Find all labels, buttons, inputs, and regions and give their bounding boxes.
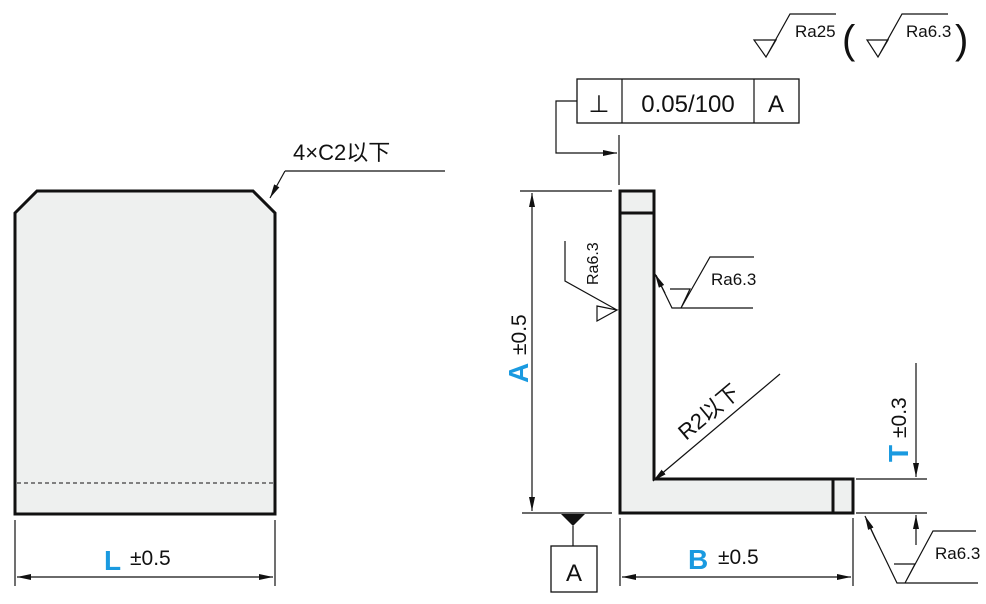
dim-t-tol: ±0.3 (888, 397, 911, 438)
datum-box (550, 545, 598, 593)
bracket-view: A ±0.5 Ra6.3 Ra6.3 R2以下 A B ±0.5 T ±0.3 … (503, 189, 980, 593)
roughness-main: Ra25 (795, 22, 836, 41)
roughness-symbol-icon (564, 241, 619, 323)
radius-note: R2以下 (673, 379, 744, 445)
dim-t-letter: T (883, 445, 914, 462)
roughness-symbol-icon (865, 518, 978, 584)
dim-a-tol: ±0.5 (508, 314, 531, 355)
chamfer-note: 4×C2以下 (293, 140, 390, 165)
roughness-alt: Ra6.3 (906, 22, 951, 41)
tolerance-frame: ⊥ 0.05/100 A (555, 78, 800, 185)
dim-l-letter: L (104, 545, 121, 576)
roughness-inner: Ra6.3 (711, 270, 756, 289)
paren-open: ( (842, 18, 856, 62)
paren-close: ) (955, 18, 968, 62)
roughness-bottom: Ra6.3 (935, 544, 980, 563)
dim-b-letter: B (688, 544, 708, 575)
roughness-symbol-icon (865, 13, 948, 59)
plate-view: 4×C2以下 L ±0.5 (13, 140, 445, 586)
dim-a-letter: A (503, 363, 534, 383)
datum-label: A (566, 560, 582, 587)
perpendicularity-symbol: ⊥ (589, 91, 610, 118)
bracket-outline (618, 189, 855, 515)
tolerance-value: 0.05/100 (641, 91, 734, 118)
roughness-symbol-icon (752, 13, 836, 59)
general-roughness: Ra25 ( Ra6.3 ) (752, 13, 968, 62)
plate-outline (13, 189, 277, 516)
tolerance-datum: A (768, 91, 784, 118)
roughness-outer: Ra6.3 (585, 242, 602, 285)
dim-l-tol: ±0.5 (130, 547, 171, 570)
dim-b-tol: ±0.5 (718, 546, 759, 569)
